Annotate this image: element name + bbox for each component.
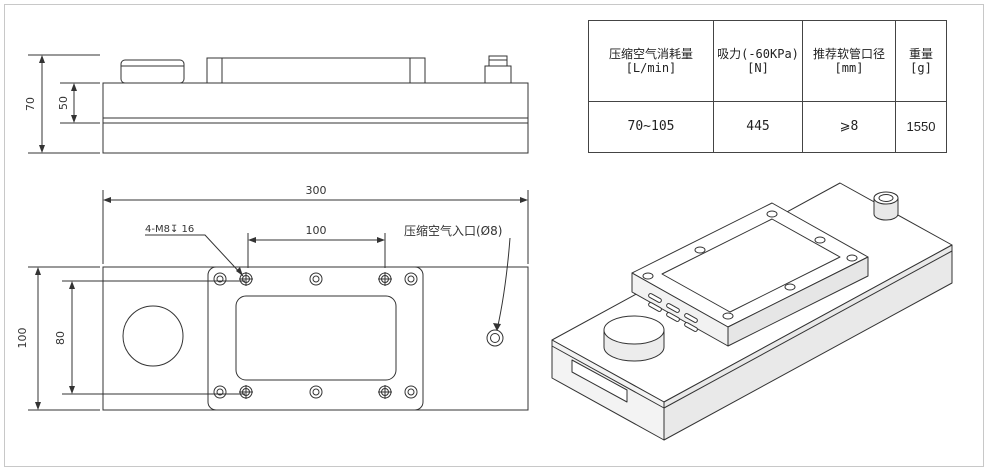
air-fitting-iso [873, 191, 899, 221]
spec-table: 压缩空气消耗量 [L/min] 吸力(-60KPa) [N] 推荐软管口径 [m… [588, 20, 947, 153]
top-plate-plan [207, 266, 424, 411]
spec-header-label: 重量 [908, 47, 933, 61]
spec-header-unit: [g] [910, 61, 932, 75]
plate-screw [213, 385, 227, 399]
spec-value-air-consumption: 70~105 [588, 101, 714, 153]
dim-label-hole-spacing: 100 [306, 224, 327, 237]
spec-value-weight: 1550 [895, 101, 947, 153]
side-elevation-view: 70 50 [24, 54, 529, 154]
plate-screws [213, 272, 418, 399]
spec-header-air-consumption: 压缩空气消耗量 [L/min] [588, 20, 714, 102]
plate-screw [404, 272, 418, 286]
knob-plan [122, 305, 184, 367]
mounting-holes [239, 272, 392, 399]
spec-header-unit: [N] [747, 61, 769, 75]
knob-iso [603, 315, 665, 362]
hole-thread-callout: 4-M8↧ 16 [145, 224, 194, 235]
spec-value-hose-diameter: ⩾8 [802, 101, 896, 153]
plate-screw [213, 272, 227, 286]
air-inlet-leader [496, 237, 511, 331]
plate-screw [309, 272, 323, 286]
mounting-hole [239, 385, 253, 399]
plan-view: 300 100 100 80 4-M8↧ 16 压缩空气入口(Ø8) [16, 184, 529, 411]
dim-label-hole-height: 80 [54, 331, 67, 345]
spec-header-label: 压缩空气消耗量 [608, 47, 693, 61]
mounting-hole [378, 272, 392, 286]
spec-header-weight: 重量 [g] [895, 20, 947, 102]
plate-screw [309, 385, 323, 399]
air-inlet-port [486, 329, 504, 347]
spec-header-unit: [mm] [834, 61, 864, 75]
hole-callout-leader [145, 234, 244, 277]
isometric-product-view [551, 182, 953, 441]
dim-label-height: 100 [16, 328, 29, 349]
air-fitting-side [484, 65, 512, 84]
spec-table-value-row: 70~105 445 ⩾8 1550 [588, 101, 947, 153]
mounting-hole [378, 385, 392, 399]
spec-header-label: 吸力(-60KPa) [717, 47, 799, 61]
mounting-hole [239, 272, 253, 286]
plate-screw [404, 385, 418, 399]
spec-header-label: 推荐软管口径 [812, 47, 885, 61]
top-plate-side [206, 57, 426, 84]
plate-side-face [727, 256, 869, 347]
dim-label-total-height: 70 [24, 97, 37, 111]
dim-label-body-height: 50 [57, 96, 70, 110]
base-side-face [663, 244, 953, 441]
spec-table-header-row: 压缩空气消耗量 [L/min] 吸力(-60KPa) [N] 推荐软管口径 [m… [588, 20, 947, 102]
air-inlet-label: 压缩空气入口(Ø8) [404, 223, 502, 238]
spec-header-hose-diameter: 推荐软管口径 [mm] [802, 20, 896, 102]
vent-slots [648, 293, 698, 332]
knob-side [120, 59, 185, 84]
suction-window [235, 295, 397, 381]
dim-label-width: 300 [306, 184, 327, 197]
plate-window [661, 218, 841, 313]
spec-value-suction: 445 [713, 101, 803, 153]
spec-header-suction: 吸力(-60KPa) [N] [713, 20, 803, 102]
front-slot [571, 359, 628, 403]
spec-header-unit: [L/min] [625, 61, 677, 75]
